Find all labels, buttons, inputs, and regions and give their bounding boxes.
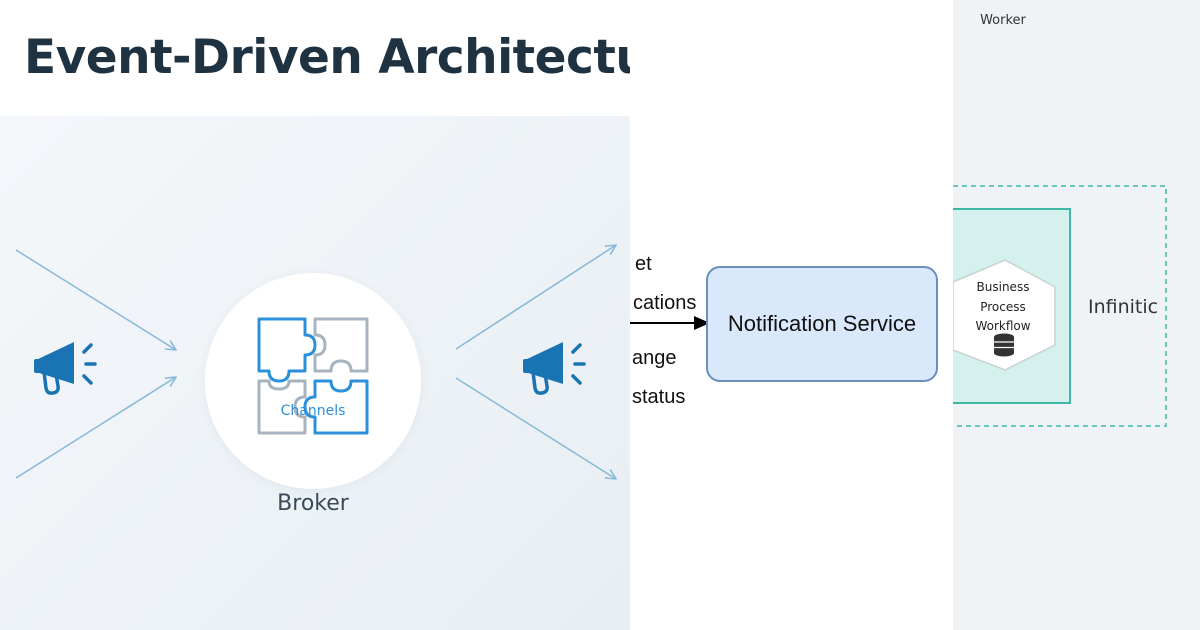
notification-service-label: Notification Service [727, 311, 917, 336]
channels-label: Channels [280, 403, 346, 419]
broker-diagram: Channels Broker [0, 116, 630, 630]
infinitic-diagram: Worker Business Process Workflow Infinit… [953, 0, 1200, 630]
notification-arrow [630, 316, 710, 330]
megaphone-icon [523, 342, 586, 395]
workflow-hexagon [953, 259, 1056, 371]
outgoing-arrow-top [455, 245, 616, 350]
notification-diagram: et cations ange status Notification Serv… [630, 0, 953, 630]
edge-label: et [635, 253, 652, 275]
edge-label: cations [633, 292, 697, 314]
incoming-arrow-bottom [15, 377, 176, 479]
broker-circle: Channels [205, 273, 421, 489]
edge-label: ange [632, 347, 677, 369]
worker-label: Worker [980, 13, 1026, 28]
database-icon [994, 333, 1014, 357]
workflow-line: Workflow [975, 319, 1031, 333]
incoming-arrow-top [15, 249, 176, 350]
infinitic-label: Infinitic [1088, 296, 1159, 318]
megaphone-icon [34, 342, 97, 395]
workflow-line: Business [976, 280, 1030, 294]
notification-service-node: Notification Service [706, 266, 938, 382]
workflow-line: Process [980, 299, 1026, 314]
workflow-label: Business Process Workflow [953, 278, 1053, 337]
infinitic-border [953, 185, 1167, 427]
edge-label: status [632, 386, 686, 408]
broker-label: Broker [277, 491, 349, 516]
outgoing-arrow-bottom [455, 377, 616, 479]
broker-arrows [15, 116, 630, 630]
page-title: Event-Driven Architecture [24, 30, 703, 85]
puzzle-icon [257, 317, 369, 435]
